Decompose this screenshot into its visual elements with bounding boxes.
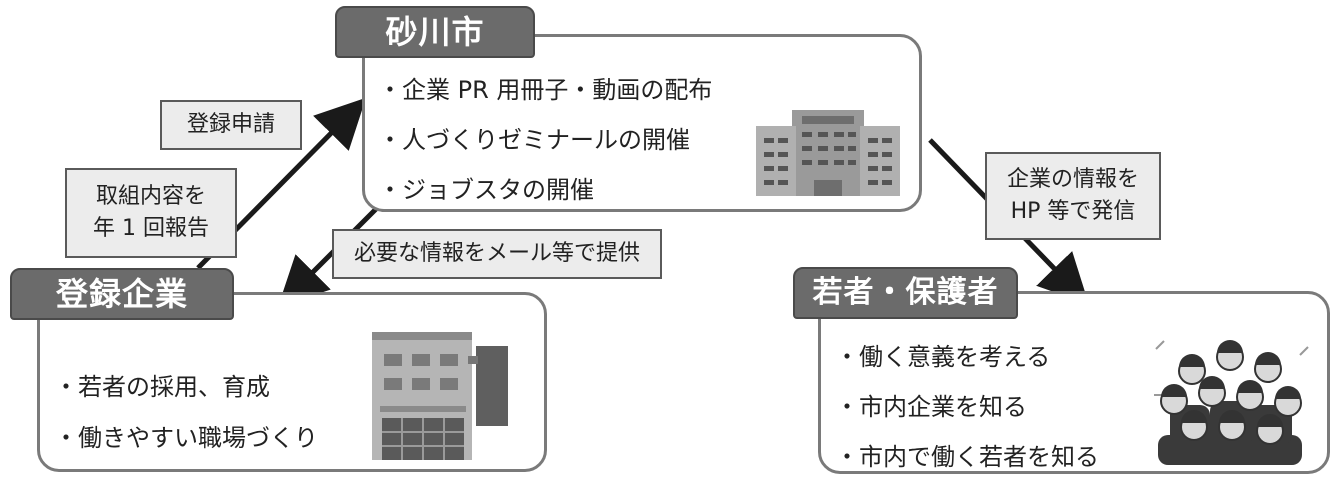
- label-registration: 登録申請: [160, 100, 302, 150]
- company-item-2: ・働きやすい職場づくり: [54, 424, 318, 452]
- cheering-crowd-icon: [1154, 340, 1309, 465]
- label-annual-report-line-1: 取組内容を: [95, 184, 206, 210]
- label-publish-hp-line-1: 企業の情報を: [1006, 167, 1139, 193]
- label-publish-hp-line-2: HP 等で発信: [1010, 199, 1136, 224]
- youth-item-1: ・働く意義を考える: [835, 343, 1051, 371]
- company-building-icon: [372, 332, 508, 460]
- label-info-by-mail: 必要な情報をメール等で提供: [332, 229, 662, 279]
- youth-title: 若者・保護者: [793, 267, 1018, 319]
- label-annual-report-line-2: 年 1 回報告: [93, 216, 209, 241]
- label-publish-hp: 企業の情報を HP 等で発信: [985, 152, 1161, 240]
- label-annual-report: 取組内容を 年 1 回報告: [65, 168, 237, 258]
- city-item-1: ・企業 PR 用冊子・動画の配布: [378, 76, 713, 104]
- city-title: 砂川市: [335, 6, 535, 58]
- company-item-1: ・若者の採用、育成: [54, 373, 270, 401]
- youth-item-3: ・市内で働く若者を知る: [835, 443, 1099, 471]
- company-title: 登録企業: [10, 268, 234, 320]
- city-item-2: ・人づくりゼミナールの開催: [378, 126, 690, 154]
- city-item-3: ・ジョブスタの開催: [378, 176, 594, 204]
- office-building-icon: [756, 110, 900, 196]
- youth-item-2: ・市内企業を知る: [835, 393, 1027, 421]
